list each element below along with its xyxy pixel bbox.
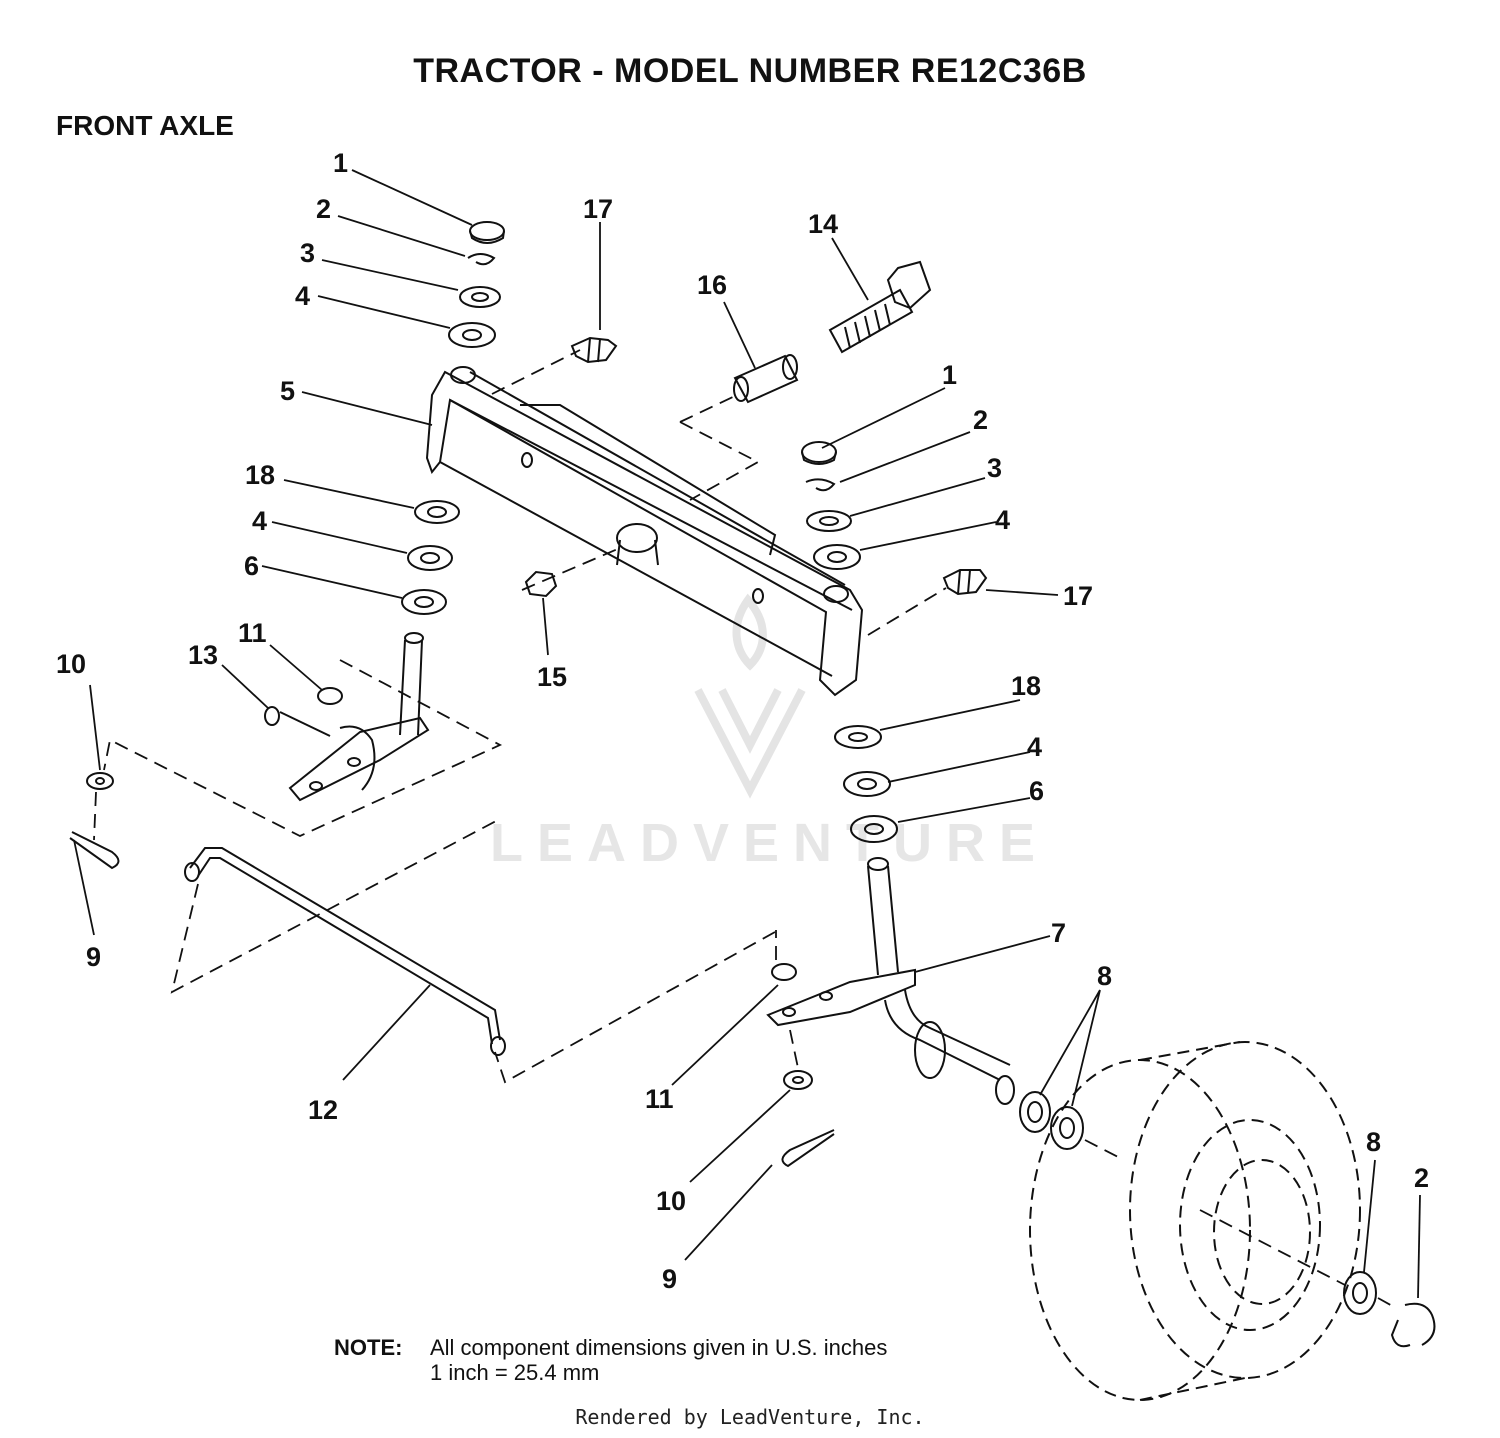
washer-4d (843, 771, 891, 797)
callout-8a: 8 (1097, 961, 1112, 991)
tie-rod (184, 847, 506, 1056)
nut-15 (524, 570, 558, 598)
callout-3b: 3 (987, 453, 1002, 483)
callout-11b: 11 (645, 1084, 674, 1114)
washer-8b (1050, 1106, 1084, 1150)
axle-beam (425, 366, 864, 697)
grease-fitting-17a (570, 336, 618, 364)
leadventure-logo-icon (694, 593, 806, 799)
callout-15: 15 (537, 662, 567, 692)
callout-13: 13 (188, 640, 218, 670)
washer-3b (806, 510, 852, 532)
footer-credit: Rendered by LeadVenture, Inc. (575, 1405, 925, 1429)
callout-14: 14 (808, 209, 838, 239)
washer-10a (86, 772, 114, 790)
washer-6a (401, 589, 447, 615)
callout-10a: 10 (56, 649, 86, 679)
callout-4d: 4 (1027, 732, 1042, 762)
cap-1a (469, 221, 505, 241)
spindle-right (766, 857, 1015, 1105)
callout-11a: 11 (238, 618, 267, 648)
callout-1a: 1 (333, 148, 348, 178)
callout-4b: 4 (252, 506, 267, 536)
callout-2b: 2 (973, 405, 988, 435)
washer-4a (448, 322, 496, 348)
ring-2a (467, 253, 496, 266)
callout-7: 7 (1051, 918, 1066, 948)
spindle-left (264, 632, 430, 802)
callout-8b: 8 (1366, 1127, 1381, 1157)
callout-12: 12 (308, 1095, 338, 1125)
wheel-outline (1029, 1041, 1361, 1401)
note-label: NOTE: (334, 1335, 403, 1360)
callout-17a: 17 (583, 194, 613, 224)
note-dimensions: All component dimensions given in U.S. i… (430, 1335, 888, 1360)
callout-16: 16 (697, 270, 727, 300)
callout-10b: 10 (656, 1186, 686, 1216)
callout-4c: 4 (995, 505, 1010, 535)
callout-17b: 17 (1063, 581, 1093, 611)
washer-4b (407, 545, 453, 571)
callout-6a: 6 (244, 551, 259, 581)
cap-1b (801, 441, 837, 463)
washer-4c (813, 544, 861, 570)
washer-18a (414, 500, 460, 524)
callout-5: 5 (280, 376, 295, 406)
callout-9b: 9 (662, 1264, 677, 1294)
washer-8a (1019, 1091, 1051, 1133)
cotter-pin-9a (69, 831, 120, 870)
bushing-11a (317, 687, 343, 705)
washer-8c (1343, 1271, 1377, 1315)
callout-2a: 2 (316, 194, 331, 224)
cotter-pin-9b (781, 1129, 835, 1168)
callout-9a: 9 (86, 942, 101, 972)
washer-6b (850, 815, 898, 843)
callout-4a: 4 (295, 281, 310, 311)
bushing-11b (771, 963, 797, 981)
callout-6b: 6 (1029, 776, 1044, 806)
note-conversion: 1 inch = 25.4 mm (430, 1360, 600, 1385)
callout-2c: 2 (1414, 1163, 1429, 1193)
bolt-14 (828, 260, 932, 354)
callout-3a: 3 (300, 238, 315, 268)
spacer-16 (733, 354, 799, 404)
callout-18b: 18 (1011, 671, 1041, 701)
callout-18a: 18 (245, 460, 275, 490)
callout-1b: 1 (942, 360, 957, 390)
page-title: TRACTOR - MODEL NUMBER RE12C36B (413, 52, 1087, 90)
retaining-ring-2c (1390, 1302, 1436, 1348)
alignment-lines (93, 349, 1397, 1309)
watermark-text: LEADVENTURE (490, 813, 1050, 873)
washer-3a (459, 286, 501, 308)
section-title: FRONT AXLE (56, 110, 234, 141)
ring-2b (805, 478, 836, 492)
grease-fitting-17b (942, 569, 988, 596)
washer-10b (783, 1070, 813, 1090)
leader-lines (73, 169, 1421, 1299)
washer-18b (834, 725, 882, 749)
